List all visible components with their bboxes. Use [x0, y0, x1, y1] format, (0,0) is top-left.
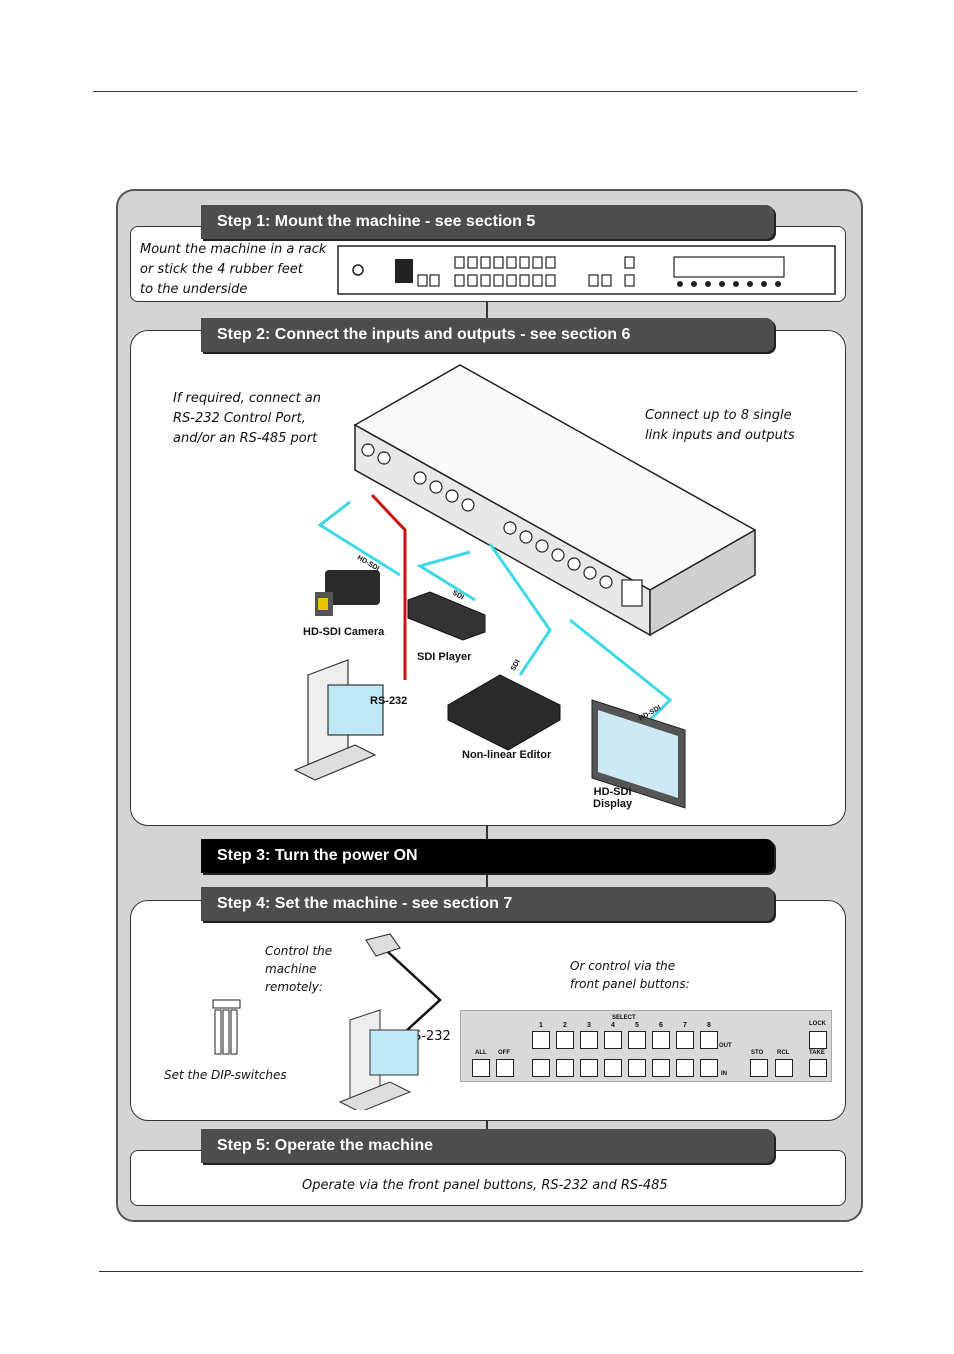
step5-title: Step 5: Operate the machine: [201, 1129, 774, 1163]
sdi-player-cable: [416, 550, 476, 602]
in-button[interactable]: [700, 1059, 718, 1077]
display-label: HD-SDI Display: [593, 786, 633, 810]
in-button[interactable]: [676, 1059, 694, 1077]
sdi-editor-cable: [488, 543, 552, 676]
connection-diagram: [293, 364, 757, 809]
in-button[interactable]: [604, 1059, 622, 1077]
step2-serial-note: If required, connect an RS-232 Control P…: [173, 391, 322, 446]
sto-button[interactable]: [750, 1059, 768, 1077]
connector-1-2: [486, 300, 488, 330]
dip-switch-illustration: [212, 999, 241, 1055]
remote-control-illustration: [212, 933, 442, 1110]
out-button[interactable]: [580, 1031, 598, 1049]
display-illustration: [591, 699, 686, 809]
hdsdi-camera-cable: [317, 500, 401, 577]
out-button[interactable]: [604, 1031, 622, 1049]
step2-title: Step 2: Connect the inputs and outputs -…: [201, 318, 774, 352]
step4-panel-note: Or control via the front panel buttons:: [570, 959, 690, 991]
take-button[interactable]: [809, 1059, 827, 1077]
all-button[interactable]: [472, 1059, 490, 1077]
step1-note: Mount the machine in a rack or stick the…: [140, 242, 327, 297]
off-button[interactable]: [496, 1059, 514, 1077]
in-button[interactable]: [532, 1059, 550, 1077]
rcl-label: RCL: [777, 1050, 790, 1056]
rs232-cable: [370, 493, 407, 680]
rcl-button[interactable]: [775, 1059, 793, 1077]
hdsdi-display-cable: [569, 618, 673, 722]
all-label: ALL: [475, 1050, 487, 1056]
editor-illustration: [447, 674, 561, 751]
step4-remote-note: Control the machine remotely:: [265, 944, 333, 994]
in-button[interactable]: [628, 1059, 646, 1077]
machine-front-view: [337, 245, 836, 295]
rs232-label: RS-232: [370, 695, 408, 707]
step1-title: Step 1: Mount the machine - see section …: [201, 205, 774, 239]
lock-label: LOCK: [809, 1021, 826, 1027]
out-button[interactable]: [652, 1031, 670, 1049]
select-label: SELECT: [612, 1015, 636, 1021]
editor-label: Non-linear Editor: [462, 749, 552, 761]
front-panel: SELECT 1 2 3 4 5 6 7 8 OUT LOCK ALL OFF …: [460, 1010, 832, 1082]
out-button[interactable]: [676, 1031, 694, 1049]
player-label: SDI Player: [417, 651, 472, 663]
in-button[interactable]: [556, 1059, 574, 1077]
in-label: IN: [721, 1071, 727, 1077]
sto-label: STO: [751, 1050, 764, 1056]
out-button[interactable]: [556, 1031, 574, 1049]
computer-illustration: [293, 659, 384, 781]
header-rule: [93, 91, 857, 92]
out-label: OUT: [719, 1043, 732, 1049]
sdi-player-illustration: [407, 591, 486, 641]
dip-switch-label: Set the DIP-switches: [164, 1068, 287, 1082]
off-label: OFF: [498, 1050, 510, 1056]
step5-note: Operate via the front panel buttons, RS-…: [302, 1178, 668, 1193]
step2-io-note: Connect up to 8 single link inputs and o…: [645, 408, 795, 443]
out-button[interactable]: [532, 1031, 550, 1049]
lock-button[interactable]: [809, 1031, 827, 1049]
footer-rule: [99, 1271, 863, 1272]
connector-2-3: [486, 824, 488, 840]
step3-title: Step 3: Turn the power ON: [201, 839, 774, 873]
camera-illustration: [315, 570, 380, 616]
step4-title: Step 4: Set the machine - see section 7: [201, 887, 774, 921]
in-button[interactable]: [652, 1059, 670, 1077]
out-button[interactable]: [628, 1031, 646, 1049]
connector-4-5: [486, 1119, 488, 1133]
camera-label: HD-SDI Camera: [303, 626, 385, 638]
in-button[interactable]: [580, 1059, 598, 1077]
out-button[interactable]: [700, 1031, 718, 1049]
take-label: TAKE: [809, 1050, 825, 1056]
connector-3-4: [486, 873, 488, 889]
